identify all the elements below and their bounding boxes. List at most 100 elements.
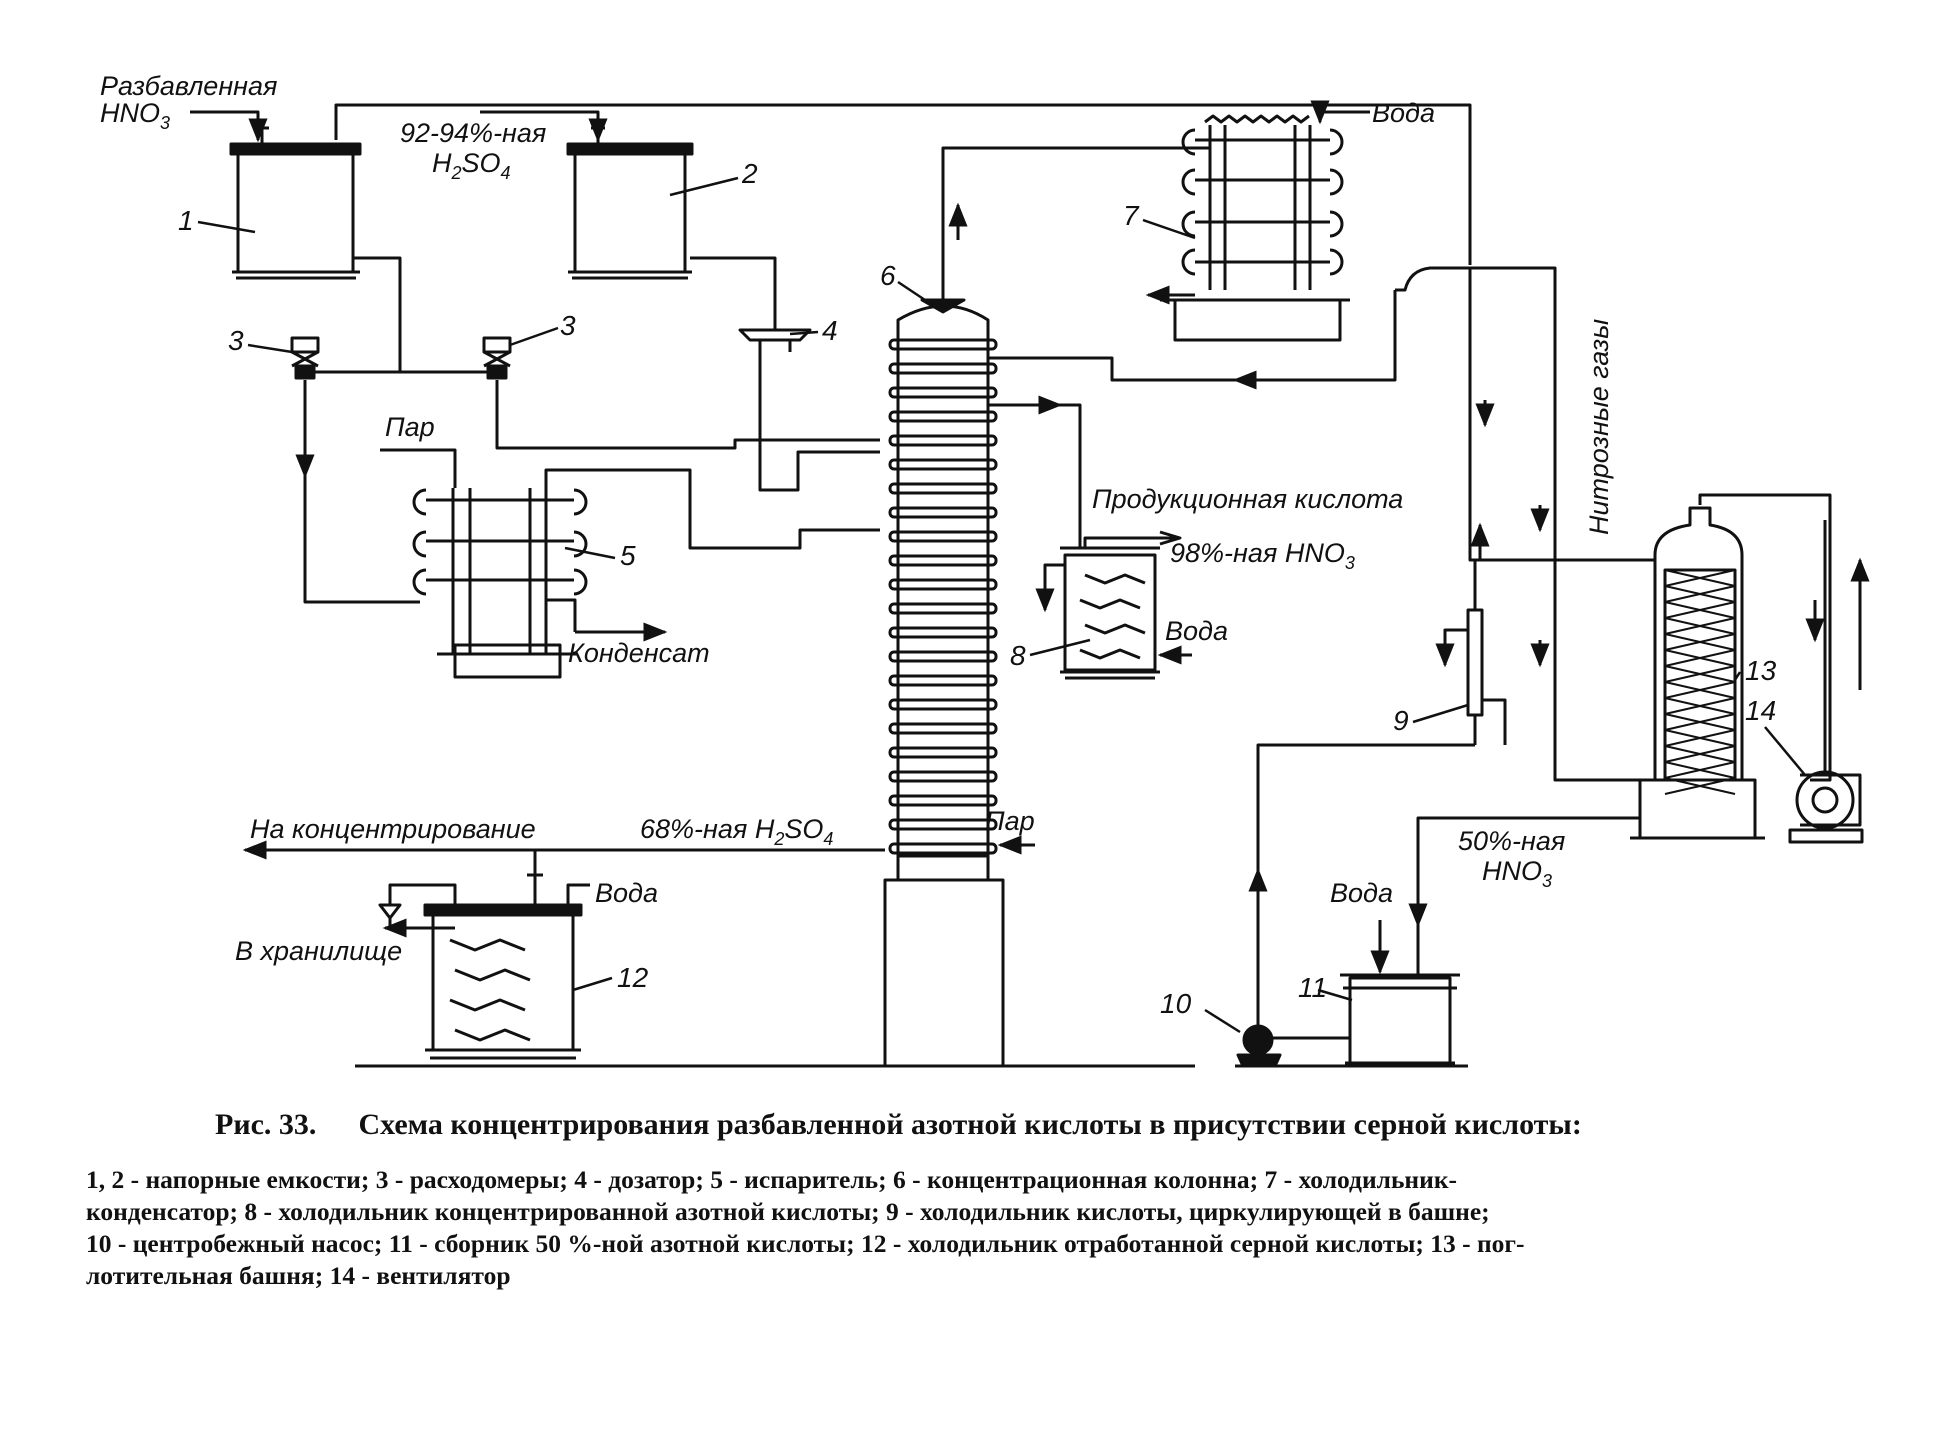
pump-10	[1236, 1024, 1350, 1068]
column-plate	[888, 434, 998, 447]
cooler-12	[378, 875, 583, 1060]
pipe-return-top	[334, 103, 1472, 265]
label-steam-column: Пар	[985, 806, 1035, 836]
pipe-flowmeter-to-column	[495, 380, 880, 450]
column-plate	[888, 626, 998, 639]
tower-13-packing	[1664, 569, 1736, 795]
flowmeter-3b	[482, 336, 512, 380]
number-3b: 3	[560, 310, 576, 341]
pipe-evaporator-out	[544, 468, 880, 550]
legend-line: 10 - центробежный насос; 11 - сборник 50…	[86, 1229, 1525, 1258]
label-h2so4-68: 68%-ная H2SO4	[640, 814, 833, 849]
tank-1	[229, 126, 362, 280]
column-plate	[888, 794, 998, 807]
label-hno3-98: 98%-ная HNO3	[1170, 538, 1355, 573]
label-water-cooler7: Вода	[1372, 98, 1435, 128]
pipe-cooler9-to-pump	[1256, 743, 1475, 1030]
label-hno3-50-formula: HNO3	[1482, 856, 1552, 891]
number-2: 2	[741, 158, 758, 189]
column-plate	[888, 746, 998, 759]
pipe-cooler7-return	[988, 290, 1397, 382]
label-to-storage: В хранилище	[235, 936, 402, 966]
label-h2so4-conc: 92-94%-ная	[400, 118, 546, 148]
label-water-collector: Вода	[1330, 878, 1393, 908]
pipe-nitrous-gases	[1395, 266, 1655, 782]
evaporator-5	[412, 488, 588, 679]
number-6: 6	[880, 260, 896, 291]
packing-mesh	[1664, 681, 1736, 699]
number-13: 13	[1745, 655, 1777, 686]
packing-mesh	[1664, 633, 1736, 651]
column-plate	[888, 362, 998, 375]
fan-14	[1788, 520, 1870, 844]
column-plate	[888, 506, 998, 519]
label-dilute-hno3: Разбавленная	[100, 71, 277, 101]
dosing-unit-4	[738, 318, 812, 352]
pipe-tank1-out	[305, 256, 495, 374]
column-plate	[888, 650, 998, 663]
label-dilute-hno3-formula: HNO3	[100, 98, 170, 133]
collector-11	[1340, 973, 1460, 1065]
packing-mesh	[1664, 729, 1736, 747]
legend-line: лотительная башня; 14 - вентилятор	[86, 1261, 511, 1290]
column-plate	[888, 458, 998, 471]
packing-mesh	[1664, 585, 1736, 603]
column-6	[883, 146, 1210, 1068]
column-plate	[888, 554, 998, 567]
pipe-dilute-hno3-in	[190, 110, 268, 143]
cooler-8	[1060, 530, 1182, 680]
packing-mesh	[1664, 713, 1736, 731]
label-water-cooler12: Вода	[595, 878, 658, 908]
column-plate	[888, 674, 998, 687]
figure-number: Рис. 33.	[215, 1108, 317, 1141]
number-12: 12	[617, 962, 649, 993]
label-hno3-50: 50%-ная	[1458, 826, 1565, 856]
cooler-7	[1160, 114, 1350, 342]
pipe-cooler7-water-in	[1310, 100, 1370, 125]
label-condensate: Конденсат	[568, 638, 710, 668]
column-plate	[888, 698, 998, 711]
legend-line: конденсатор; 8 - холодильник концентриро…	[86, 1197, 1490, 1226]
cooler-9	[1435, 560, 1507, 745]
label-steam-evaporator: Пар	[385, 412, 435, 442]
column-plate	[888, 578, 998, 591]
pipe-h2so4-in	[480, 110, 608, 143]
legend-line: 1, 2 - напорные емкости; 3 - расходомеры…	[86, 1165, 1457, 1194]
label-water-cooler8: Вода	[1165, 616, 1228, 646]
label-h2so4-formula: H2SO4	[432, 148, 511, 183]
column-plate	[888, 602, 998, 615]
packing-mesh	[1664, 777, 1736, 795]
figure-title: Схема концентрирования разбавленной азот…	[358, 1108, 1582, 1141]
absorber-tower-13	[1630, 493, 1832, 840]
column-plate	[888, 338, 998, 351]
pipe-column-to-cooler8	[988, 403, 1082, 548]
column-plate	[888, 386, 998, 399]
number-4: 4	[822, 315, 838, 346]
column-plate	[888, 770, 998, 783]
column-6-plates	[888, 338, 998, 855]
flowmeter-3a	[290, 336, 320, 380]
packing-mesh	[1664, 761, 1736, 779]
pipe-tank2-out	[690, 256, 777, 318]
number-14: 14	[1745, 695, 1776, 726]
label-to-concentration: На концентрирование	[250, 814, 536, 844]
packing-mesh	[1664, 665, 1736, 683]
column-plate	[888, 722, 998, 735]
packing-mesh	[1664, 745, 1736, 763]
column-plate	[888, 410, 998, 423]
number-5: 5	[620, 540, 636, 571]
packing-mesh	[1664, 617, 1736, 635]
column-plate	[888, 842, 998, 855]
number-8: 8	[1010, 640, 1026, 671]
tank-2	[566, 126, 694, 280]
column-plate	[888, 482, 998, 495]
number-10: 10	[1160, 988, 1192, 1019]
number-11: 11	[1298, 972, 1327, 1003]
figure-caption: Рис. 33. Схема концентрирования разбавлен…	[215, 1108, 1915, 1142]
pipe-steam-evaporator	[380, 448, 457, 488]
number-1: 1	[178, 205, 194, 236]
label-nitrous-gases: Нитрозные газы	[1584, 319, 1614, 535]
number-3a: 3	[228, 325, 244, 356]
packing-mesh	[1664, 601, 1736, 619]
